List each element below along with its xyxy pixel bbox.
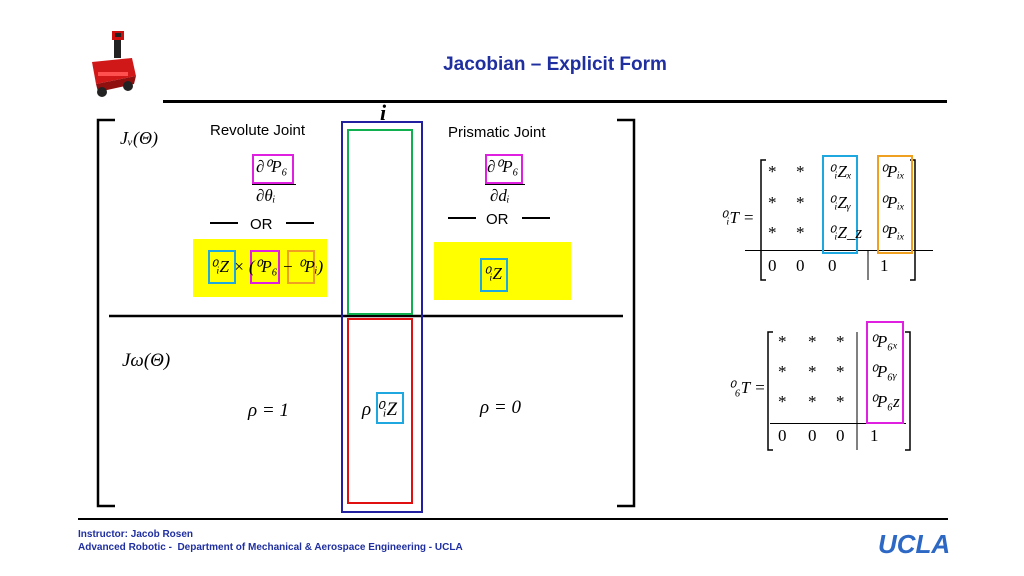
prismatic-or-label: OR <box>486 211 509 228</box>
t06-cell: * <box>836 392 845 411</box>
ucla-logo: UCLA <box>878 529 951 559</box>
revolute-partial-num: ∂⁰P₆ <box>256 157 288 176</box>
t0i-cell: 1 <box>880 256 889 275</box>
prismatic-or-dash-left <box>448 217 476 219</box>
revolute-pi-term-box <box>287 250 315 284</box>
revolute-rho: ρ = 1 <box>248 400 289 421</box>
t06-cell: 0 <box>778 426 787 445</box>
t0i-cell: * <box>796 193 805 212</box>
t06-cell: ⁰P₆ᵧ <box>870 362 898 381</box>
jw-zi-box <box>376 392 404 424</box>
t0i-cell: 0 <box>828 256 837 275</box>
revolute-p6-box <box>252 154 294 184</box>
prismatic-alt-expr: ⁰ᵢZ <box>483 264 502 283</box>
t0i-cell: ⁰Pᵢₓ <box>880 193 905 212</box>
t0i-row-separator <box>745 250 933 251</box>
t06-label: ⁰₆T = <box>728 378 766 397</box>
jw-label: Jω(Θ) <box>122 350 171 371</box>
t0i-cell: ⁰ᵢZᵧ <box>828 193 851 212</box>
prismatic-rho: ρ = 0 <box>480 397 521 418</box>
column-i-angular-part <box>347 318 413 504</box>
revolute-or-dash-left <box>210 222 238 224</box>
footer-instructor: Instructor: Jacob Rosen <box>78 529 194 540</box>
footer-course: Advanced Robotic - Department of Mechani… <box>78 542 463 553</box>
t06-cell: * <box>778 362 787 381</box>
t0i-cell: 0 <box>768 256 777 275</box>
t06-cell: * <box>836 332 845 351</box>
t0i-cell: ⁰ᵢZₓ <box>828 162 852 181</box>
column-i-outline <box>341 121 423 513</box>
t0i-cell: * <box>768 193 777 212</box>
t0i-label: ⁰ᵢT = <box>720 208 755 227</box>
robot-logo <box>92 31 136 97</box>
t06-cell: * <box>808 392 817 411</box>
t0i-cell: 0 <box>796 256 805 275</box>
t06-cell: * <box>836 362 845 381</box>
prismatic-fraction-bar <box>485 184 525 185</box>
prismatic-zi-box <box>480 258 508 292</box>
t0i-cell: * <box>768 223 777 242</box>
bottom-rule <box>78 518 948 520</box>
slide-title: Jacobian – Explicit Form <box>443 54 667 75</box>
t06-p-column-box <box>866 321 904 424</box>
t06-row-separator <box>770 423 906 424</box>
t06-cell: * <box>778 332 787 351</box>
revolute-zi-box <box>208 250 236 284</box>
revolute-or-dash-right <box>286 222 314 224</box>
prismatic-or-dash-right <box>522 217 550 219</box>
prismatic-p6-box <box>485 154 523 184</box>
t06-cell: * <box>808 332 817 351</box>
t06-cell: 0 <box>808 426 817 445</box>
t06-cell: 1 <box>870 426 879 445</box>
jv-label: Jᵥ(Θ) <box>120 128 159 148</box>
t0i-cell: ⁰Pᵢₓ <box>880 223 905 242</box>
t06-brackets <box>767 331 911 451</box>
revolute-alt-expr: ⁰ᵢZ × (⁰P₆ − ⁰Pᵢ) <box>210 257 324 276</box>
t0i-cell: ⁰ᵢZ_z <box>828 223 863 242</box>
column-i-linear-part <box>347 129 413 315</box>
t0i-cell: * <box>796 162 805 181</box>
t0i-cell: ⁰Pᵢₓ <box>880 162 905 181</box>
prismatic-partial-den: ∂dᵢ <box>490 186 510 205</box>
t0i-p-column-box <box>877 155 913 254</box>
revolute-or-label: OR <box>250 216 273 233</box>
jacobian-brackets <box>96 118 636 508</box>
top-rule <box>163 100 947 103</box>
t06-cell: 0 <box>836 426 845 445</box>
prismatic-heading: Prismatic Joint <box>448 124 546 141</box>
jw-entry: ρ ⁰ᵢZ <box>362 399 398 420</box>
t0i-cell: * <box>796 223 805 242</box>
prismatic-partial-num: ∂⁰P₆ <box>487 157 519 176</box>
t06-cell: * <box>778 392 787 411</box>
revolute-alt-highlight <box>193 239 327 297</box>
column-index-label: i <box>380 100 387 125</box>
t06-cell: * <box>808 362 817 381</box>
t0i-cell: * <box>768 162 777 181</box>
t06-cell: ⁰P₆z <box>870 392 900 411</box>
revolute-heading: Revolute Joint <box>210 122 306 139</box>
revolute-fraction-bar <box>252 184 296 185</box>
t06-cell: ⁰P₆ₓ <box>870 332 898 351</box>
t0i-z-column-box <box>822 155 858 254</box>
revolute-partial-den: ∂θᵢ <box>256 186 276 205</box>
revolute-p6-term-box <box>250 250 280 284</box>
